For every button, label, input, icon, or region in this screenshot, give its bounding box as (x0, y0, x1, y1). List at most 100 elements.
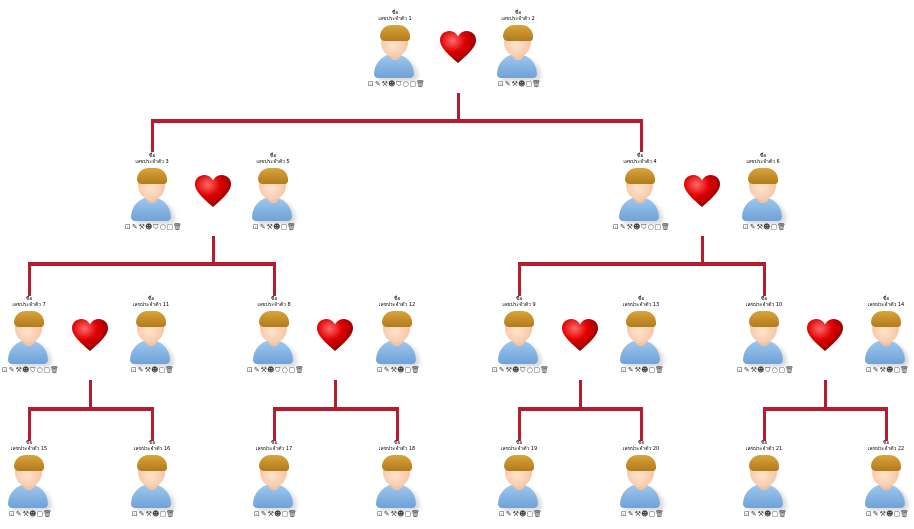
user-icon[interactable]: ☻ (22, 366, 29, 374)
person-card[interactable]: ชื่อ เลขประจำตัว 5 ⊡✎⚒☻▢🗑 (228, 153, 318, 232)
trash-icon[interactable]: 🗑 (785, 366, 794, 374)
square-icon[interactable]: ▢ (533, 366, 540, 374)
edit-icon[interactable]: ✎ (383, 510, 390, 518)
view-icon[interactable]: ⊡ (367, 80, 374, 88)
edit-icon[interactable]: ✎ (8, 366, 15, 374)
trash-icon[interactable]: 🗑 (173, 223, 182, 231)
tools-icon[interactable]: ⚒ (879, 510, 886, 518)
view-icon[interactable]: ⊡ (252, 223, 259, 231)
tools-icon[interactable]: ⚒ (879, 366, 886, 374)
person-card[interactable]: ชื่อ เลขประจำตัว 1 ⊡✎⚒☻⛉○▢🗑 (350, 10, 440, 89)
tools-icon[interactable]: ⚒ (756, 223, 763, 231)
square-icon[interactable]: ▢ (43, 366, 50, 374)
square-icon[interactable]: ▢ (771, 510, 778, 518)
user-icon[interactable]: ☻ (519, 510, 526, 518)
user-icon[interactable]: ☻ (152, 510, 159, 518)
avatar[interactable] (861, 310, 911, 366)
trash-icon[interactable]: 🗑 (165, 366, 174, 374)
avatar[interactable] (372, 310, 422, 366)
trash-icon[interactable]: 🗑 (411, 366, 420, 374)
person-card[interactable]: ชื่อ เลขประจำตัว 15 ⊡✎⚒☻▢🗑 (0, 440, 74, 519)
view-icon[interactable]: ⊡ (376, 510, 383, 518)
view-icon[interactable]: ⊡ (498, 510, 505, 518)
view-icon[interactable]: ⊡ (620, 366, 627, 374)
square-icon[interactable]: ▢ (770, 223, 777, 231)
trash-icon[interactable]: 🗑 (661, 223, 670, 231)
tools-icon[interactable]: ⚒ (505, 366, 512, 374)
edit-icon[interactable]: ✎ (872, 510, 879, 518)
trash-icon[interactable]: 🗑 (287, 223, 296, 231)
tools-icon[interactable]: ⚒ (260, 366, 267, 374)
view-icon[interactable]: ⊡ (130, 366, 137, 374)
tools-icon[interactable]: ⚒ (390, 366, 397, 374)
view-icon[interactable]: ⊡ (491, 366, 498, 374)
square-icon[interactable]: ▢ (36, 510, 43, 518)
user-icon[interactable]: ☻ (273, 223, 280, 231)
view-icon[interactable]: ⊡ (253, 510, 260, 518)
avatar[interactable] (861, 454, 911, 510)
trash-icon[interactable]: 🗑 (50, 366, 59, 374)
person-card[interactable]: ชื่อ เลขประจำตัว 8 ⊡✎⚒☻⛉○▢🗑 (229, 296, 319, 375)
user-icon[interactable]: ☻ (512, 366, 519, 374)
person-card[interactable]: ชื่อ เลขประจำตัว 7 ⊡✎⚒☻⛉○▢🗑 (0, 296, 74, 375)
avatar[interactable] (126, 310, 176, 366)
tools-icon[interactable]: ⚒ (267, 510, 274, 518)
person-card[interactable]: ชื่อ เลขประจำตัว 17 ⊡✎⚒☻▢🗑 (229, 440, 319, 519)
view-icon[interactable]: ⊡ (612, 223, 619, 231)
edit-icon[interactable]: ✎ (627, 366, 634, 374)
avatar[interactable] (249, 310, 299, 366)
square-icon[interactable]: ▢ (648, 366, 655, 374)
edit-icon[interactable]: ✎ (374, 80, 381, 88)
view-icon[interactable]: ⊡ (8, 510, 15, 518)
tools-icon[interactable]: ⚒ (266, 223, 273, 231)
person-card[interactable]: ชื่อ เลขประจำตัว 9 ⊡✎⚒☻⛉○▢🗑 (474, 296, 564, 375)
user-icon[interactable]: ☻ (886, 510, 893, 518)
avatar[interactable] (248, 167, 298, 223)
edit-icon[interactable]: ✎ (872, 366, 879, 374)
shield-icon[interactable]: ⛉ (641, 223, 646, 231)
trash-icon[interactable]: 🗑 (778, 510, 787, 518)
edit-icon[interactable]: ✎ (750, 510, 757, 518)
view-icon[interactable]: ⊡ (736, 366, 743, 374)
view-icon[interactable]: ⊡ (865, 510, 872, 518)
tools-icon[interactable]: ⚒ (15, 366, 22, 374)
person-card[interactable]: ชื่อ เลขประจำตัว 12 ⊡✎⚒☻▢🗑 (352, 296, 442, 375)
tools-icon[interactable]: ⚒ (145, 510, 152, 518)
edit-icon[interactable]: ✎ (619, 223, 626, 231)
tools-icon[interactable]: ⚒ (512, 510, 519, 518)
square-icon[interactable]: ▢ (409, 80, 416, 88)
edit-icon[interactable]: ✎ (253, 366, 260, 374)
tools-icon[interactable]: ⚒ (138, 223, 145, 231)
user-icon[interactable]: ☻ (518, 80, 525, 88)
edit-icon[interactable]: ✎ (498, 366, 505, 374)
avatar[interactable] (494, 454, 544, 510)
square-icon[interactable]: ▢ (159, 510, 166, 518)
trash-icon[interactable]: 🗑 (166, 510, 175, 518)
trash-icon[interactable]: 🗑 (655, 510, 664, 518)
view-icon[interactable]: ⊡ (1, 366, 8, 374)
avatar[interactable] (739, 454, 789, 510)
tools-icon[interactable]: ⚒ (750, 366, 757, 374)
square-icon[interactable]: ▢ (158, 366, 165, 374)
square-icon[interactable]: ▢ (404, 510, 411, 518)
user-icon[interactable]: ☻ (29, 510, 36, 518)
user-icon[interactable]: ☻ (886, 366, 893, 374)
avatar[interactable] (4, 310, 54, 366)
view-icon[interactable]: ⊡ (246, 366, 253, 374)
avatar[interactable] (616, 310, 666, 366)
edit-icon[interactable]: ✎ (504, 80, 511, 88)
avatar[interactable] (493, 24, 543, 80)
trash-icon[interactable]: 🗑 (411, 510, 420, 518)
trash-icon[interactable]: 🗑 (900, 366, 909, 374)
user-icon[interactable]: ☻ (633, 223, 640, 231)
person-card[interactable]: ชื่อ เลขประจำตัว 16 ⊡✎⚒☻▢🗑 (107, 440, 197, 519)
trash-icon[interactable]: 🗑 (295, 366, 304, 374)
avatar[interactable] (127, 454, 177, 510)
person-card[interactable]: ชื่อ เลขประจำตัว 14 ⊡✎⚒☻▢🗑 (841, 296, 914, 375)
square-icon[interactable]: ▢ (525, 80, 532, 88)
avatar[interactable] (127, 167, 177, 223)
tools-icon[interactable]: ⚒ (144, 366, 151, 374)
edit-icon[interactable]: ✎ (259, 223, 266, 231)
avatar[interactable] (494, 310, 544, 366)
edit-icon[interactable]: ✎ (383, 366, 390, 374)
